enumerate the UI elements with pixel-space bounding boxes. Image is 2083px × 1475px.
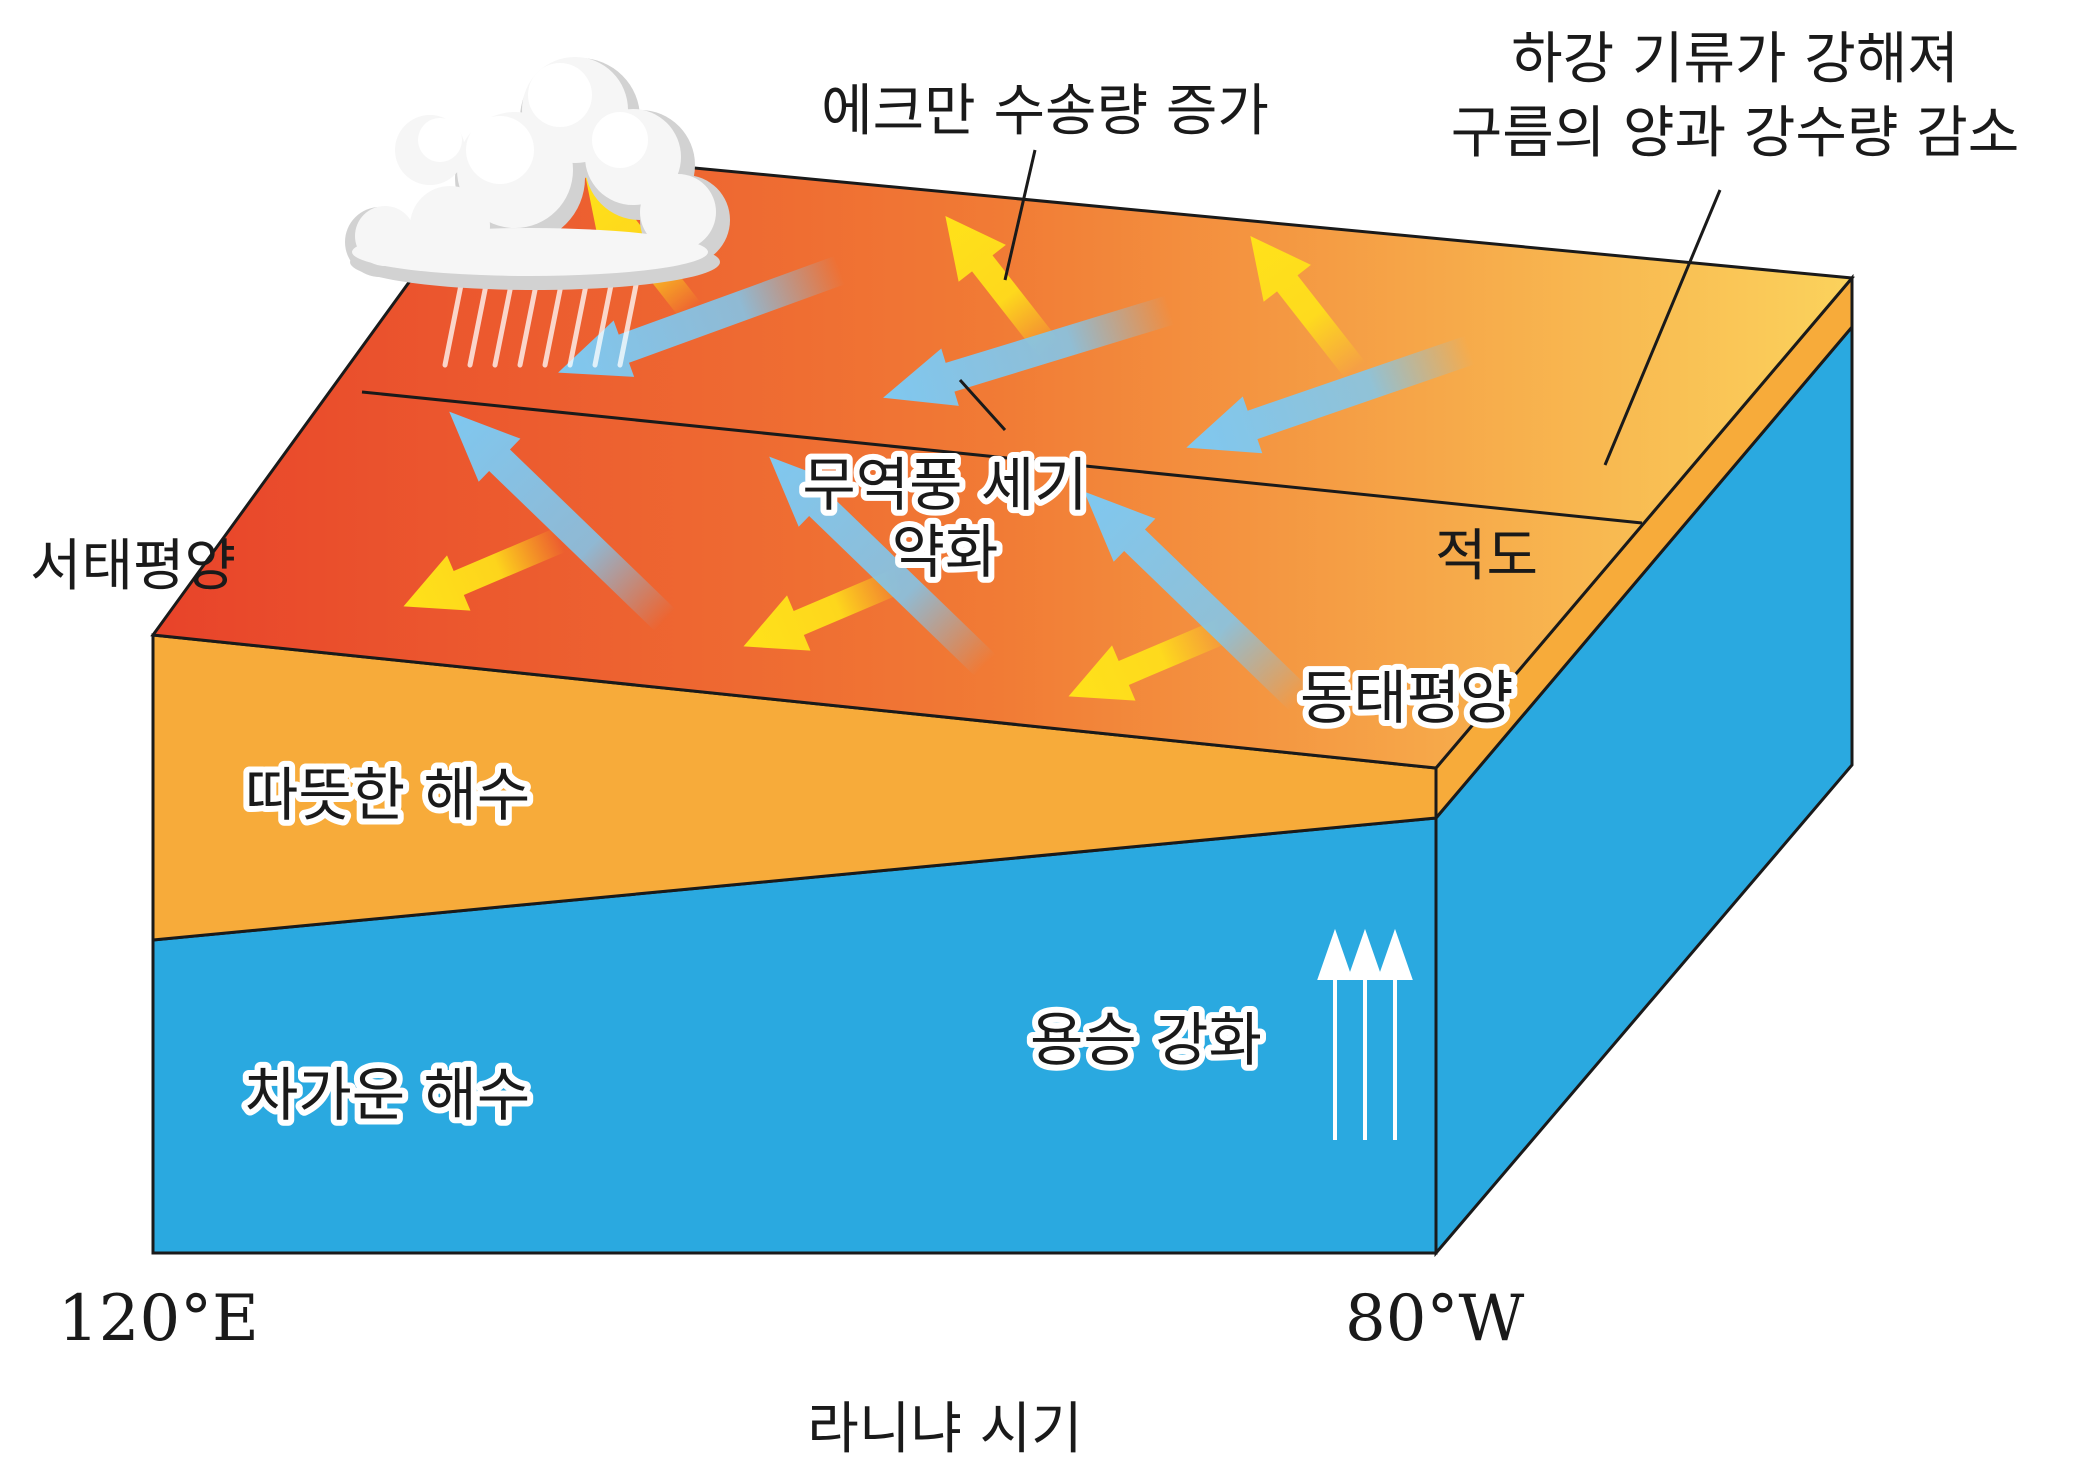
upwelling-label: 용승 강화 [1030, 1006, 1262, 1074]
cold-water-label: 차가운 해수 [245, 1061, 530, 1129]
cloud-icon [345, 57, 730, 290]
trade-wind-leader-line [958, 378, 1007, 432]
warm-water-label: 따뜻한 해수 [245, 761, 530, 829]
downdraft-label-line2: 구름의 양과 강수량 감소 [1451, 101, 2020, 166]
longitude-east-label: 80°W [1345, 1282, 1524, 1356]
ekman-leader-line [1003, 149, 1037, 281]
trade-wind-label-line1: 무역풍 세기 [802, 451, 1087, 519]
downdraft-leader-line [1603, 189, 1722, 466]
trade-wind-label-line2: 약화 [892, 518, 999, 586]
west-pacific-label: 서태평양 [30, 534, 236, 599]
east-pacific-label: 동태평양 [1300, 664, 1513, 732]
diagram-caption: 라니냐 시기 [807, 1397, 1082, 1462]
longitude-west-label: 120°E [58, 1282, 259, 1356]
ekman-label: 에크만 수송량 증가 [821, 79, 1269, 144]
equator-line [361, 390, 1643, 525]
upwelling-arrows-icon [1317, 928, 1413, 1140]
downdraft-label-line1: 하강 기류가 강해져 [1511, 27, 1959, 92]
equator-label: 적도 [1435, 524, 1538, 589]
